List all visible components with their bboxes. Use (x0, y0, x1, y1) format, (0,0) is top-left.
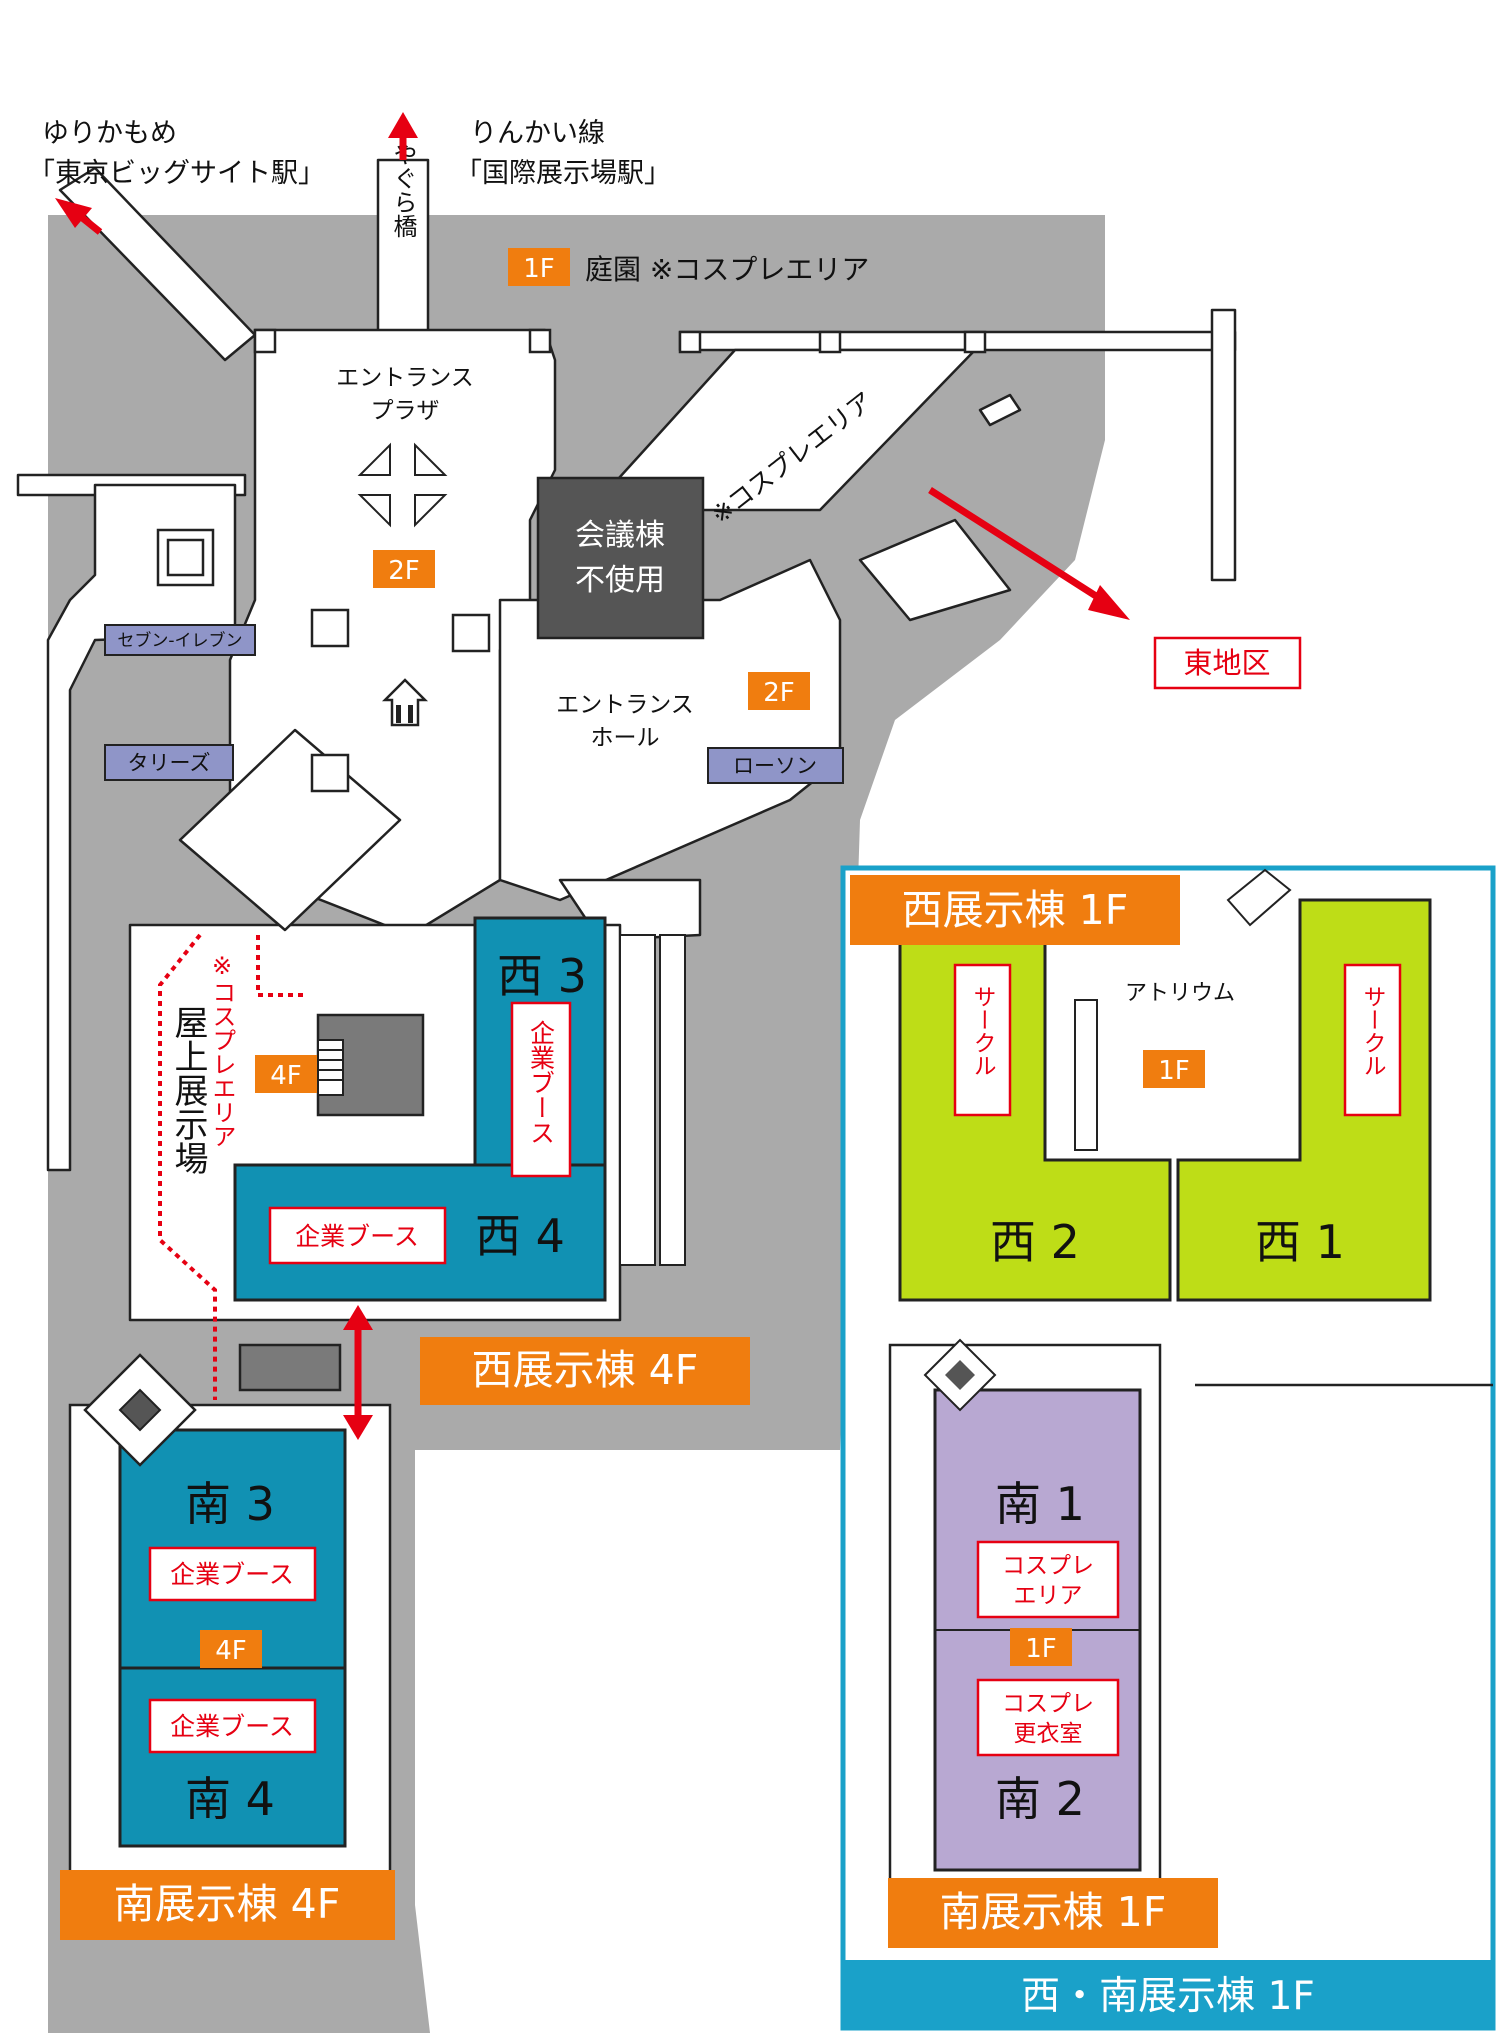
south2-label: 南 2 (995, 1772, 1085, 1826)
cosplay-area-line1: コスプレ (1002, 1553, 1094, 1579)
west4f-label: 西展示棟 4F (472, 1346, 699, 1394)
atrium-label: アトリウム (1125, 981, 1235, 1006)
south4-label: 南 4 (185, 1772, 275, 1826)
circle-right-box (1343, 963, 1402, 1117)
hall-floor-badge (748, 672, 810, 710)
red-arrows (55, 112, 1130, 1440)
plaza-pillars (253, 328, 987, 793)
elevator-icon (381, 678, 429, 727)
west4-label: 西 4 (475, 1209, 565, 1263)
east-area-label: 東地区 (1183, 646, 1270, 680)
atrium-floor: 1F (1158, 1056, 1190, 1086)
seven-eleven-label: セブン-イレブン (117, 630, 242, 651)
changing-room-line1: コスプレ (1002, 1691, 1094, 1717)
east-area-box (1153, 636, 1302, 690)
south1f-label-box (888, 1878, 1218, 1948)
south1f-floor: 1F (1025, 1634, 1057, 1664)
cosplay-area-line2: エリア (1014, 1583, 1083, 1609)
west2-label: 西 2 (990, 1215, 1080, 1269)
west1-label: 西 1 (1255, 1215, 1345, 1269)
south-diamond (83, 1353, 197, 1467)
yurikamome-line: ゆりかもめ (42, 118, 177, 149)
plaza-floor-badge (373, 550, 435, 588)
booth-south-2-box (148, 1698, 317, 1754)
south1-label: 南 1 (995, 1477, 1085, 1531)
west1f-label-box (850, 875, 1180, 945)
west4f-label-box (420, 1337, 750, 1405)
cosplay-area-box (976, 1540, 1120, 1619)
circle-left-box (953, 963, 1012, 1117)
entrance-plaza-line2: プラザ (371, 398, 440, 424)
plaza-floor: 2F (388, 556, 420, 586)
west-side-rooms (619, 934, 686, 1266)
roof-cosplay: ※コスプレエリア (208, 952, 236, 1148)
rinkai-station: 「国際展示場駅」 (455, 158, 671, 189)
changing-room-box (976, 1678, 1120, 1757)
inset-footer: 西・南展示棟 1F (1021, 1974, 1315, 2019)
yurikamome-station: 「東京ビッグサイト駅」 (28, 158, 325, 189)
cosplay-route (158, 933, 305, 1400)
booth-south-2: 企業ブース (170, 1712, 294, 1741)
roof-floor-badge (255, 1055, 317, 1093)
south4f-floor: 4F (215, 1636, 247, 1666)
circle-right: サークル (1359, 985, 1386, 1077)
conference-line1: 会議棟 (575, 518, 665, 553)
atrium-floor-badge (1143, 1050, 1205, 1088)
inset-footer-bar (843, 1960, 1493, 2030)
hall-floor: 2F (763, 678, 795, 708)
roof-hall: 屋上展示場 (168, 1005, 208, 1175)
roof-stair-icon (317, 1039, 344, 1096)
garden-text: 庭園 ※コスプレエリア (585, 253, 869, 286)
garden-floor: 1F (523, 254, 555, 284)
booth-west4-box (268, 1206, 447, 1265)
west3-label: 西 3 (497, 949, 587, 1003)
south4-hall (118, 1666, 347, 1848)
south4f-label: 南展示棟 4F (114, 1880, 341, 1928)
roof-floor: 4F (270, 1061, 302, 1091)
booth-vertical-box (510, 1001, 572, 1178)
circle-left: サークル (969, 985, 996, 1077)
seven-eleven-sign (104, 624, 256, 656)
booth-south-1: 企業ブース (170, 1560, 294, 1589)
entrance-plaza-line1: エントランス (336, 365, 474, 391)
entrance-hall-line1: エントランス (556, 692, 694, 718)
west1f-label: 西展示棟 1F (902, 886, 1129, 934)
lawson-label: ローソン (733, 754, 817, 778)
plaza-arrows-icon (357, 442, 448, 528)
south1f-floor-badge (1010, 1628, 1072, 1666)
south4f-label-box (60, 1870, 395, 1940)
booth-south-1-box (148, 1546, 317, 1602)
south1f-label: 南展示棟 1F (940, 1888, 1167, 1936)
tullys-sign (104, 744, 234, 781)
lawson-sign (707, 747, 844, 784)
garden-floor-badge (508, 248, 570, 286)
conference-building (536, 476, 705, 640)
conference-line2: 不使用 (575, 563, 665, 598)
left-structure-icon (156, 528, 215, 587)
changing-room-line2: 更衣室 (1014, 1721, 1083, 1747)
south4f-floor-badge (200, 1630, 262, 1668)
booth-vertical: 企業ブース (527, 1020, 556, 1145)
tullys-label: タリーズ (128, 751, 211, 775)
rinkai-line: りんかい線 (470, 118, 605, 149)
south3-label: 南 3 (185, 1477, 275, 1531)
booth-west4: 企業ブース (295, 1222, 419, 1251)
dark-block (238, 1343, 342, 1392)
entrance-hall-line2: ホール (591, 725, 660, 751)
